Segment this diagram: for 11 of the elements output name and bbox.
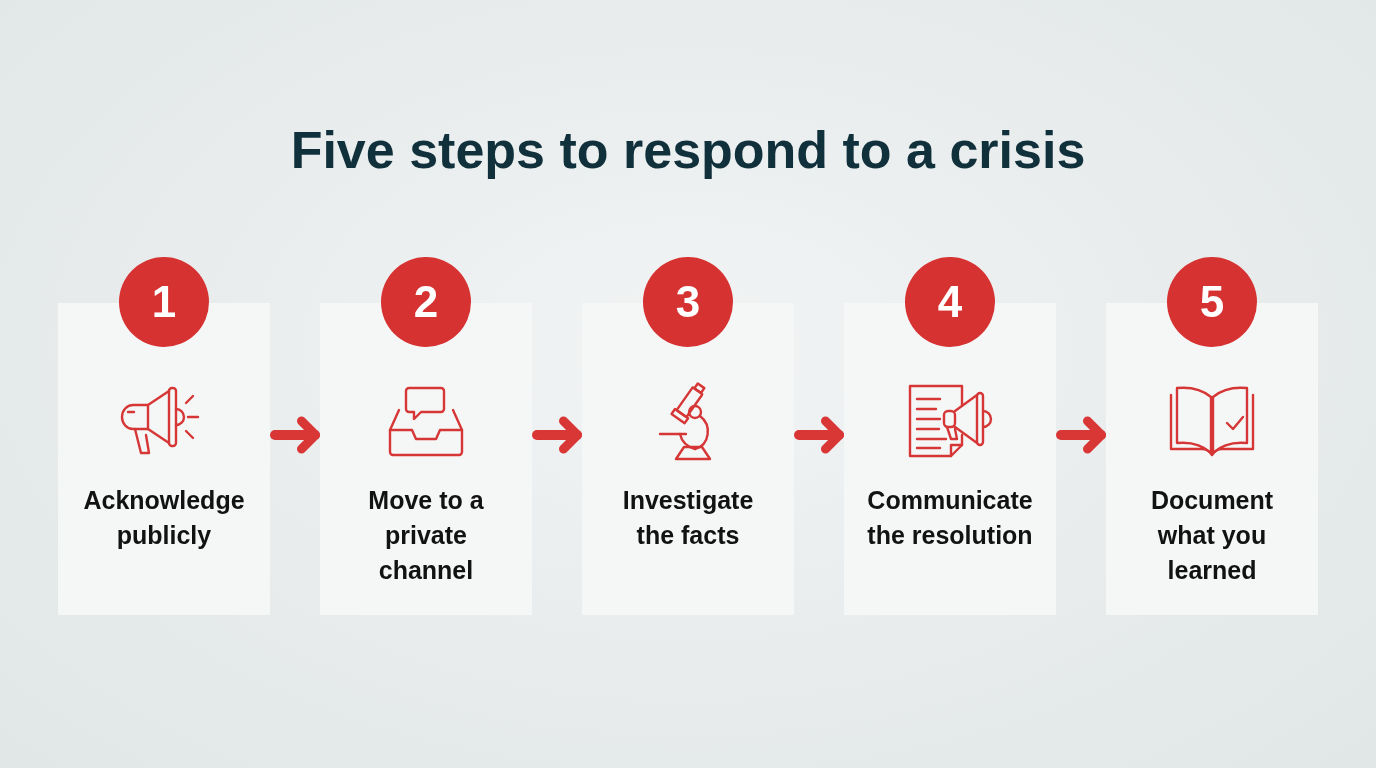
step-label: Communicate the resolution [866,485,1034,551]
title: Five steps to respond to a crisis [289,120,1087,181]
step-number-badge: 5 [1167,257,1257,347]
step-number-badge: 1 [119,257,209,347]
step-number-badge: 4 [905,257,995,347]
step-label: Document what you learned [1149,485,1275,586]
step-label: Investigate the facts [621,485,755,551]
step-number-badge: 2 [381,257,471,347]
step-label: Acknowledge publicly [82,485,246,551]
step-label: Move to a private channel [367,485,485,586]
step-number-badge: 3 [643,257,733,347]
